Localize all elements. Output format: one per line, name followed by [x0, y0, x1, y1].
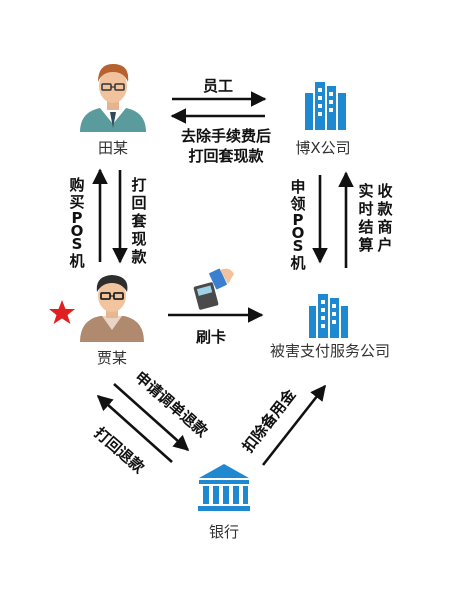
edge-label-fee-return-line2: 打回套现款	[188, 147, 264, 165]
node-label-boxi: 博X公司	[295, 139, 350, 157]
edge-label-employee: 员工	[203, 77, 233, 95]
edge-label-settle-char: 收	[377, 182, 392, 200]
edge-label-apply-pos-char: 领	[289, 195, 305, 213]
edge-label-apply-pos-char: 机	[290, 254, 305, 272]
bank-icon	[198, 464, 250, 511]
edge-label-apply-refund: 申请调单退款	[131, 368, 211, 441]
edge-label-apply-pos-char: O	[292, 224, 305, 242]
arrow-deduct-reserve	[261, 384, 327, 466]
edge-label-return-cash-char: 打	[131, 176, 146, 194]
person-jia-icon	[80, 275, 144, 342]
edge-label-apply-pos-char: S	[293, 237, 304, 255]
node-label-tian: 田某	[98, 139, 128, 157]
node-label-bank: 银行	[209, 523, 239, 541]
edge-label-settle-char: 时	[358, 200, 373, 218]
node-label-victim: 被害支付服务公司	[270, 342, 390, 360]
edge-label-settle-char: 实	[358, 182, 373, 200]
edge-label-return-cash-char: 套	[130, 212, 147, 230]
pos-terminal-icon	[193, 268, 234, 310]
edge-label-apply-pos: 申 领 P O S 机	[289, 178, 305, 272]
edge-label-apply-pos-char: P	[293, 211, 304, 229]
node-label-jia: 贾某	[97, 349, 127, 367]
edge-label-return-cash-char: 回	[131, 194, 146, 212]
edge-label-buy-pos: 购 买 P O S 机	[69, 176, 84, 270]
edge-label-return-cash: 打 回 套 现 款	[130, 176, 147, 266]
edge-label-buy-pos-char: P	[72, 209, 83, 227]
building-boxi-icon	[305, 82, 346, 130]
edge-label-settle-char: 款	[377, 200, 393, 218]
edge-label-settle-char: 结	[358, 218, 373, 236]
edge-label-settle-char: 算	[358, 236, 373, 254]
arrow-apply-refund	[113, 383, 190, 452]
edge-label-swipe: 刷卡	[196, 328, 226, 346]
edge-label-buy-pos-char: 买	[69, 193, 84, 211]
edge-label-buy-pos-char: 购	[69, 176, 84, 194]
edge-label-settle-char: 户	[377, 236, 392, 254]
edge-label-apply-pos-char: 申	[290, 178, 305, 196]
edge-label-return-cash-char: 款	[131, 248, 147, 266]
edge-label-buy-pos-char: 机	[69, 252, 84, 270]
edge-label-buy-pos-char: O	[71, 222, 84, 240]
edge-label-return-cash-char: 现	[131, 230, 146, 248]
person-tian-icon	[80, 64, 146, 132]
arrow-return-refund	[96, 394, 173, 463]
building-victim-icon	[309, 294, 348, 338]
edge-label-deduct-reserve: 扣除备用金	[239, 385, 300, 456]
edge-label-buy-pos-char: S	[72, 235, 83, 253]
edge-label-fee-return-line1: 去除手续费后	[181, 127, 271, 145]
star-marker-icon	[49, 300, 75, 324]
edge-label-settle-char: 商	[377, 218, 392, 236]
edge-label-realtime-settle: 实 时 结 算 收 款 商 户	[358, 182, 393, 254]
